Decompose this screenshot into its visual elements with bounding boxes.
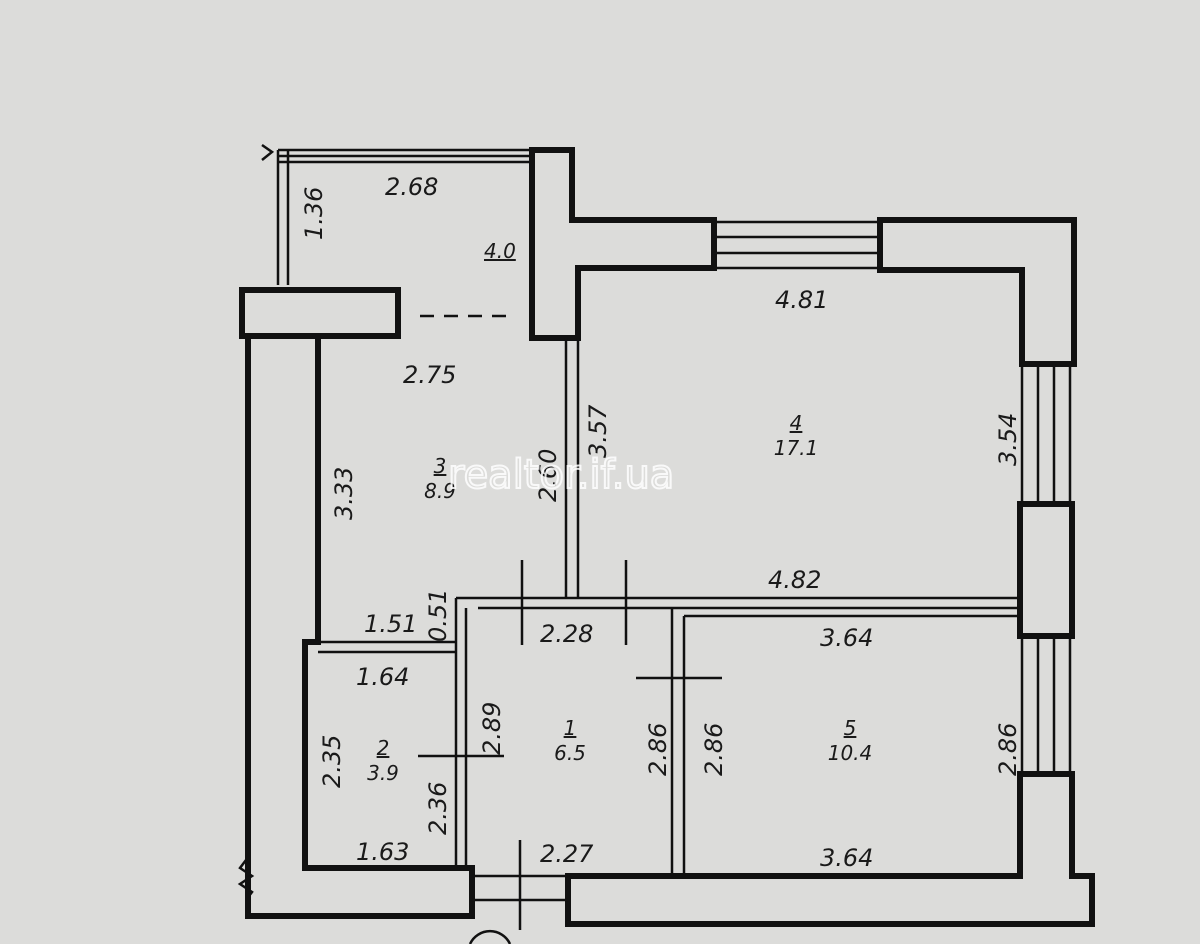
watermark-text: realtor.if.ua [448,452,674,498]
dim-corridor-depth: 0.51 [424,589,452,642]
svg-text:5: 5 [844,716,857,740]
dim-room4-top: 4.81 [775,286,828,314]
partitions [318,338,1020,876]
svg-text:1: 1 [564,716,577,740]
wall-left-long [245,333,475,919]
dim-corridor-width: 1.51 [364,610,417,638]
break-mark-icon [261,143,275,161]
dim-room2-left: 2.35 [318,735,346,788]
window-right-lower [1020,634,1072,776]
dim-room5-bottom: 3.64 [820,844,873,872]
room-3-label: 3 8.9 [424,454,456,503]
dimension-labels: 2.68 1.36 4.0 2.75 3.33 2.60 3.57 4.81 3… [300,173,1022,872]
dim-room5-top: 3.64 [820,624,873,652]
window-top [712,220,882,270]
dim-room3-right: 2.60 [534,449,562,502]
svg-text:2: 2 [377,736,390,760]
dim-balcony-width: 2.68 [385,173,438,201]
balcony-area: 4.0 [484,239,516,263]
room-1-label: 1 6.5 [554,716,586,765]
dim-room4-right: 3.54 [994,413,1022,466]
dim-room1-bottom: 2.27 [540,840,594,868]
svg-text:17.1: 17.1 [774,436,819,460]
room-labels: 3 8.9 4 17.1 2 3.9 1 6.5 5 10.4 [367,411,872,785]
dim-room2-right: 2.36 [424,782,452,835]
windows [468,220,1072,944]
dim-room1-left-upper: 2.89 [478,702,506,755]
window-right-upper [1020,362,1072,506]
dim-room3-top: 2.75 [403,361,456,389]
svg-text:4: 4 [790,411,803,435]
dim-room2-top: 1.64 [356,663,409,691]
svg-text:6.5: 6.5 [554,741,586,765]
dim-room4-left: 3.57 [584,404,612,458]
dim-room1-top: 2.28 [540,620,593,648]
svg-text:3: 3 [434,454,447,478]
balcony [261,143,540,318]
wall-top-t [529,147,717,341]
svg-text:8.9: 8.9 [424,479,456,503]
dim-room3-left: 3.33 [330,467,358,520]
walls [237,147,1095,927]
dim-room5-left: 2.86 [700,723,728,776]
break-mark-icon [237,859,255,901]
dim-room4-bottom: 4.82 [768,566,821,594]
wall-top-right [877,217,1077,367]
wall-bottom-right [565,771,1095,927]
door-swing-icon [468,929,512,944]
room-5-label: 5 10.4 [828,716,873,765]
svg-text:10.4: 10.4 [828,741,873,765]
dim-balcony-depth: 1.36 [300,187,328,240]
svg-text:3.9: 3.9 [367,761,399,785]
dim-room1-right: 2.86 [644,723,672,776]
room-4-label: 4 17.1 [774,411,819,460]
dim-room5-right: 2.86 [994,723,1022,776]
wall-right-pier [1017,501,1075,639]
room-2-label: 2 3.9 [367,736,399,785]
dim-room2-bottom: 1.63 [356,838,409,866]
